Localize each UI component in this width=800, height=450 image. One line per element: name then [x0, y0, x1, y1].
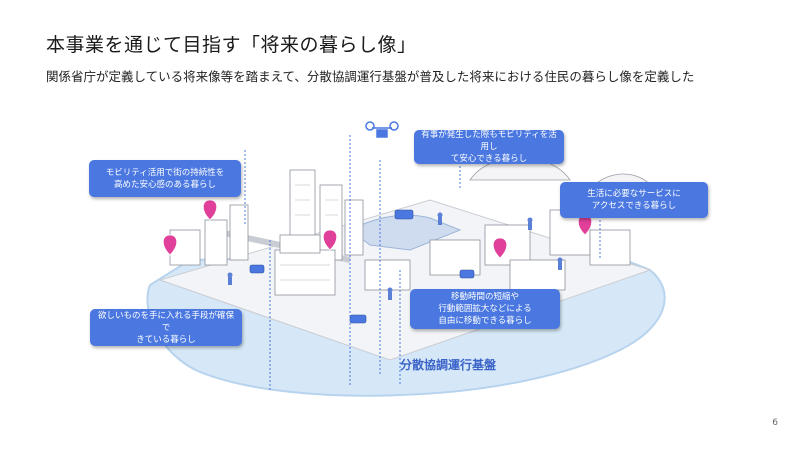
drone	[365, 121, 399, 138]
vehicle	[249, 264, 265, 274]
city-illustration	[146, 121, 666, 397]
vehicle	[459, 269, 475, 279]
callout-movement: 移動時間の短縮や 行動範囲拡大などによる 自由に移動できる暮らし	[410, 289, 560, 329]
page-subtitle: 関係省庁が定義している将来像等を踏まえて、分散協調運行基盤が普及した将来における…	[46, 69, 695, 84]
vehicle	[349, 314, 367, 324]
page-title: 本事業を通じて目指す「将来の暮らし像」	[46, 34, 417, 56]
location-pin	[162, 234, 178, 256]
vehicle	[394, 209, 414, 220]
location-pin	[492, 237, 508, 259]
callout-services: 生活に必要なサービスに アクセスできる暮らし	[560, 182, 708, 218]
base-platform-label: 分散協調運行基盤	[400, 358, 497, 372]
callout-emergency: 有事が発生した際もモビリティを活用し て安心できる暮らし	[414, 130, 564, 164]
location-pin	[202, 199, 218, 221]
location-pin	[322, 229, 338, 251]
callout-mobility-sustainability: モビリティ活用で街の持続性を 高めた安心感のある暮らし	[89, 160, 241, 197]
page-number: 6	[772, 418, 778, 428]
callout-goods: 欲しいものを手に入れる手段が確保で きている暮らし	[90, 309, 242, 346]
